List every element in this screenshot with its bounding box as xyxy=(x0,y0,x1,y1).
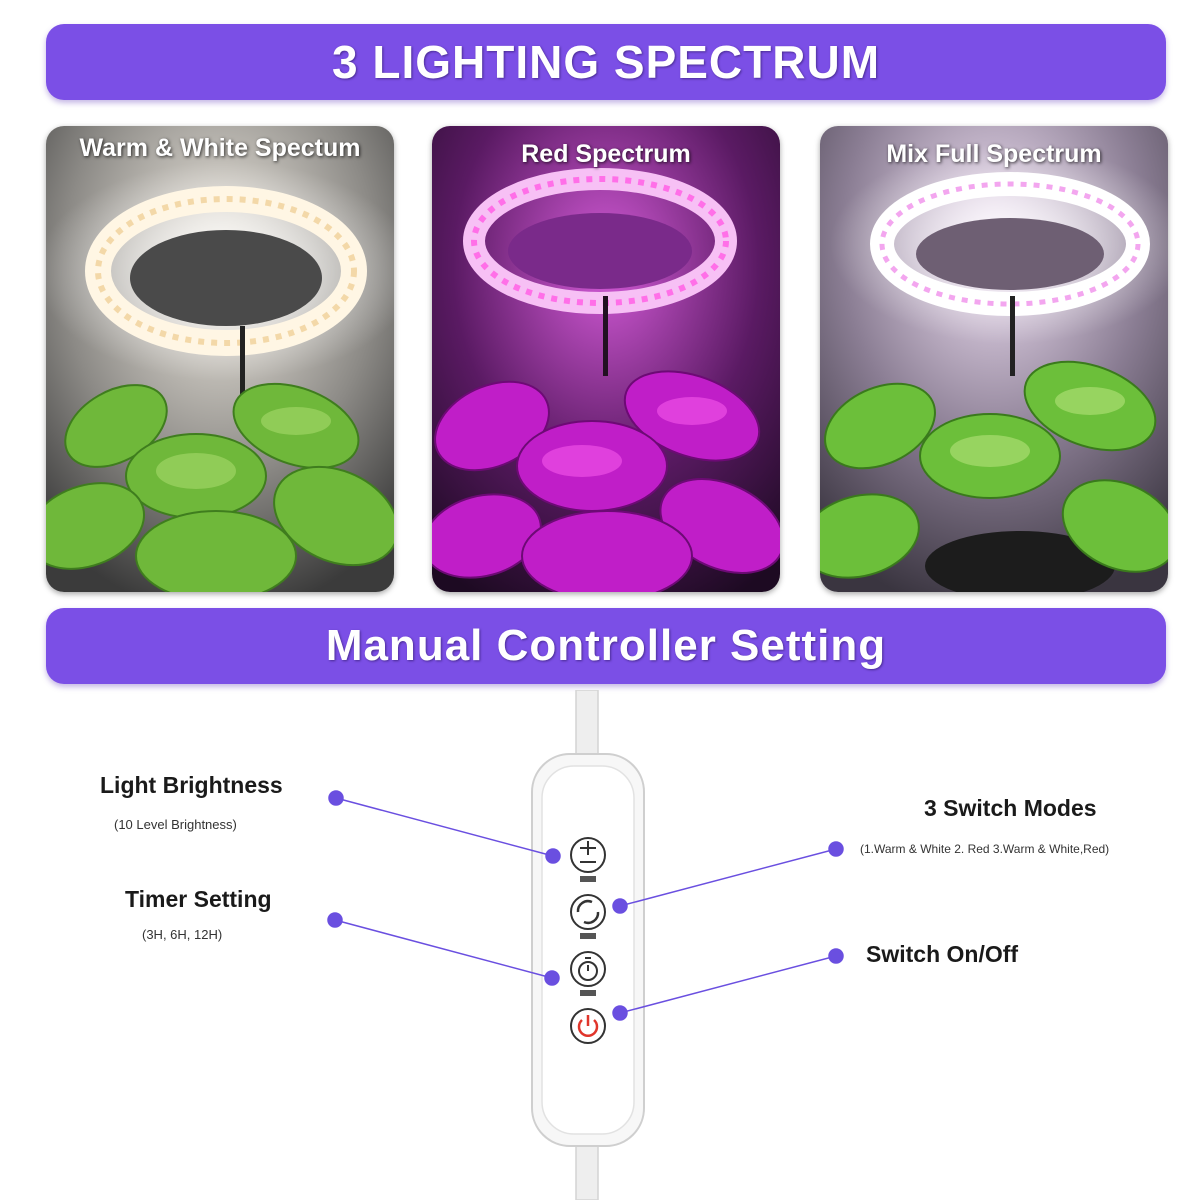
controller-face xyxy=(541,765,635,1135)
switch-on-off-label: Switch On/Off xyxy=(866,941,1019,967)
brightness-button[interactable] xyxy=(570,837,606,882)
timer-icon xyxy=(578,957,598,981)
switch-modes-label: 3 Switch Modes xyxy=(924,795,1097,821)
timer-setting-sub: (3H, 6H, 12H) xyxy=(142,927,223,942)
switch-modes-sub: (1.Warm & White 2. Red 3.Warm & White,Re… xyxy=(860,842,1110,856)
banner-title: 3 LIGHTING SPECTRUM xyxy=(331,36,881,88)
light-brightness-label: Light Brightness xyxy=(100,772,283,798)
callout-lines xyxy=(327,790,844,1021)
power-button[interactable] xyxy=(570,1008,606,1044)
panel-title: Red Spectrum xyxy=(521,140,691,168)
warm-white-photo xyxy=(46,126,394,592)
warm-white-panel: Warm & White Spectum xyxy=(46,126,394,592)
lighting-spectrum-banner: 3 LIGHTING SPECTRUM xyxy=(46,24,1166,100)
manual-controller-banner: Manual Controller Setting xyxy=(46,608,1166,684)
controller-diagram xyxy=(327,690,844,1200)
plus-minus-icon xyxy=(580,841,596,863)
mix-spectrum-photo xyxy=(820,126,1168,592)
power-icon xyxy=(577,1015,599,1037)
banner-title: Manual Controller Setting xyxy=(325,621,887,670)
panel-title: Mix Full Spectrum xyxy=(886,140,1102,168)
cycle-icon xyxy=(576,899,600,925)
light-brightness-sub: (10 Level Brightness) xyxy=(114,817,237,832)
timer-setting-label: Timer Setting xyxy=(125,886,272,912)
red-spectrum-photo xyxy=(432,126,780,592)
mix-full-spectrum-panel: Mix Full Spectrum xyxy=(820,126,1168,592)
red-spectrum-panel: Red Spectrum xyxy=(432,126,780,592)
mode-button[interactable] xyxy=(570,894,606,939)
panel-title: Warm & White Spectum xyxy=(79,134,361,162)
timer-button[interactable] xyxy=(570,951,606,996)
